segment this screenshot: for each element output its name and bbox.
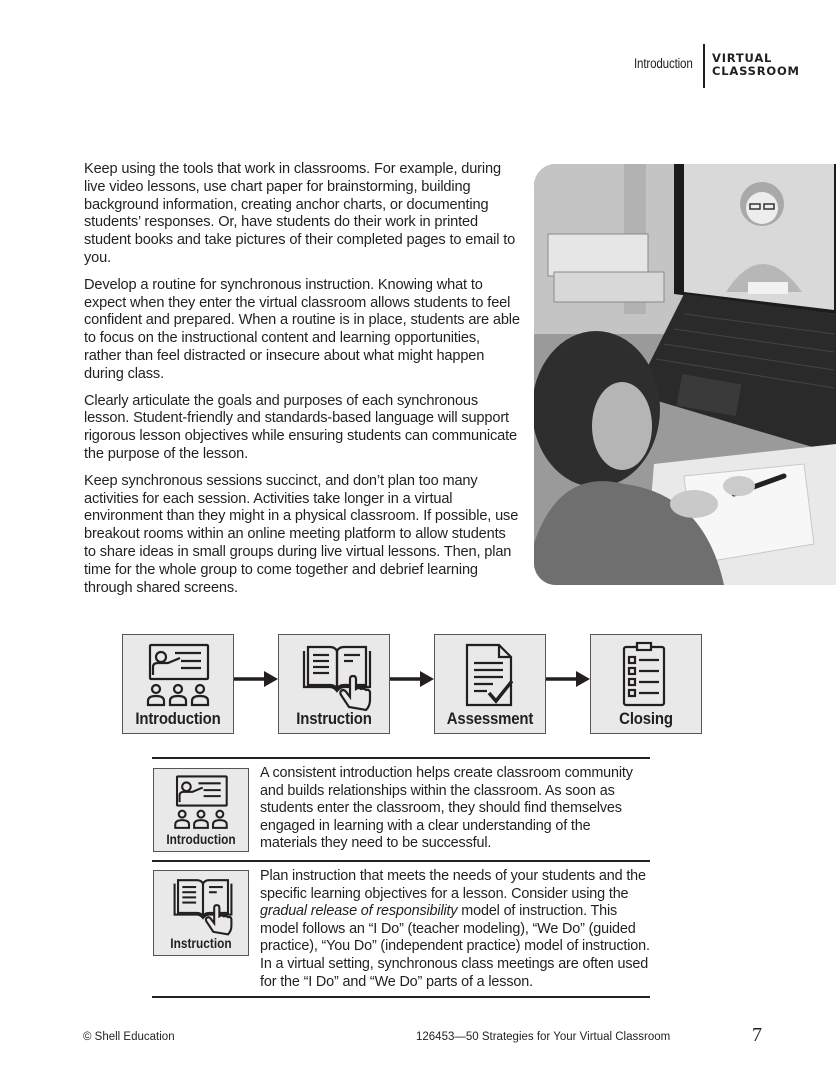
- student-laptop-photo: [534, 164, 836, 585]
- footer-copyright: © Shell Education: [83, 1031, 175, 1043]
- table-rule: [152, 996, 650, 998]
- header-brand: VIRTUAL CLASSROOM: [712, 52, 800, 77]
- table-rule: [152, 860, 650, 862]
- row-description-text: model of instruction. This model follows…: [260, 903, 650, 990]
- body-paragraph: Keep synchronous sessions succinct, and …: [84, 472, 519, 596]
- body-paragraph: Develop a routine for synchronous instru…: [84, 276, 520, 382]
- row-description-italic: gradual release of responsibility: [260, 903, 458, 920]
- row-description: A consistent introduction helps create c…: [260, 765, 633, 852]
- flow-step-assessment: Assessment: [434, 634, 546, 734]
- header-divider: [703, 44, 705, 88]
- row-icon-instruction: Instruction: [153, 870, 249, 956]
- body-paragraph: Keep using the tools that work in classr…: [84, 161, 516, 266]
- flow-step-introduction: Introduction: [122, 634, 234, 734]
- row-icon-label: Instruction: [170, 936, 232, 951]
- body-paragraph: Clearly articulate the goals and purpose…: [84, 392, 518, 462]
- header-brand-line1: VIRTUAL: [712, 51, 773, 65]
- footer-book-title: 126453—50 Strategies for Your Virtual Cl…: [416, 1031, 671, 1043]
- flow-step-label: Closing: [619, 709, 673, 728]
- book-pointer-icon: [173, 879, 233, 936]
- flow-step-label: Assessment: [446, 709, 534, 728]
- checklist-icon: [622, 641, 666, 707]
- row-icon-label: Introduction: [166, 832, 236, 847]
- lesson-flow-diagram: Introduction Instruction Asse: [122, 634, 706, 736]
- flow-step-label: Instruction: [296, 709, 372, 728]
- row-description-text: Plan instruction that meets the needs of…: [260, 868, 646, 902]
- book-pointer-icon: [302, 645, 372, 712]
- body-text: Keep using the tools that work in classr…: [84, 161, 520, 606]
- arrow-right-icon: [234, 671, 278, 687]
- flow-step-closing: Closing: [590, 634, 702, 734]
- header-section-title: Introduction: [634, 56, 693, 71]
- document-check-icon: [465, 643, 514, 707]
- flow-step-label: Introduction: [135, 709, 221, 728]
- header-brand-line2: CLASSROOM: [712, 63, 800, 78]
- table-rule: [152, 757, 650, 759]
- teacher-presenting-icon: [146, 643, 210, 707]
- arrow-right-icon: [546, 671, 590, 687]
- row-description: Plan instruction that meets the needs of…: [260, 868, 650, 991]
- page-number: 7: [752, 1024, 762, 1046]
- teacher-presenting-icon: [174, 775, 228, 829]
- row-icon-introduction: Introduction: [153, 768, 249, 852]
- arrow-right-icon: [390, 671, 434, 687]
- flow-step-instruction: Instruction: [278, 634, 390, 734]
